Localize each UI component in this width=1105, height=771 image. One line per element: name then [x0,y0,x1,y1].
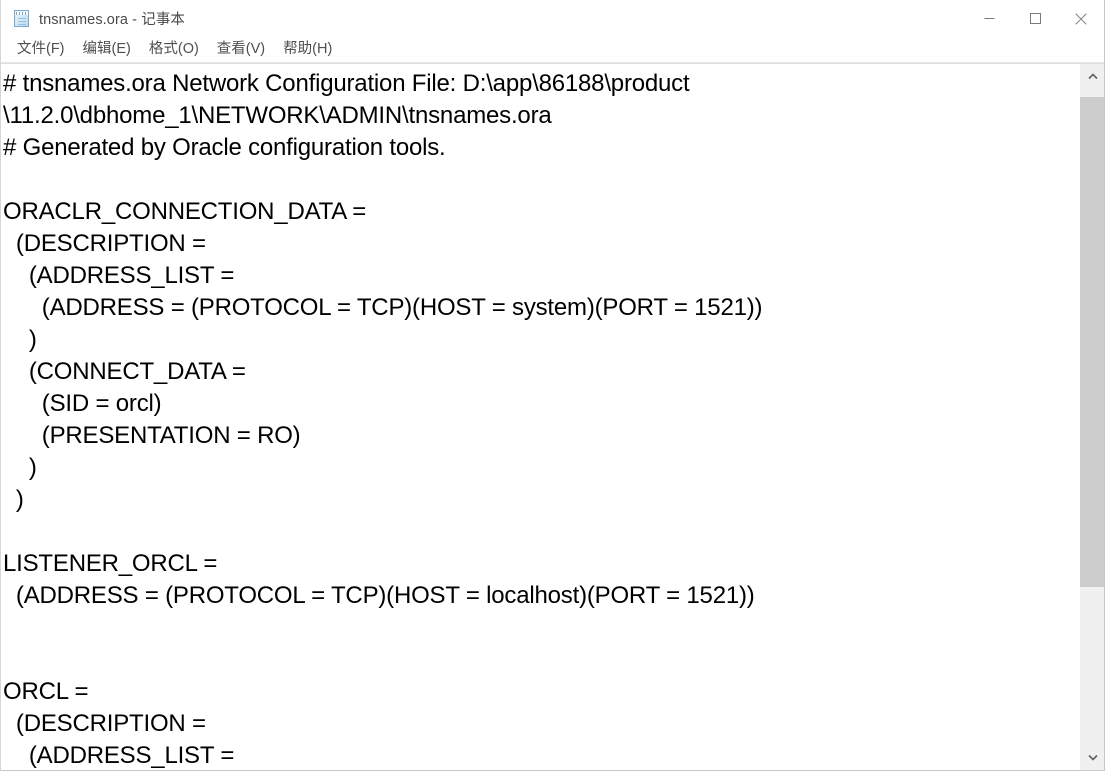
editor-area: # tnsnames.ora Network Configuration Fil… [1,63,1104,770]
text-line [3,164,1079,196]
text-line: (ADDRESS_LIST = [3,262,235,289]
text-line [3,516,1079,548]
notepad-icon [13,9,31,28]
text-line: # Generated by Oracle configuration tool… [3,134,446,161]
minimize-button[interactable] [966,0,1012,37]
text-line: (DESCRIPTION = [3,710,206,737]
menu-file[interactable]: 文件(F) [17,41,65,57]
close-button[interactable] [1058,0,1104,37]
text-line: (DESCRIPTION = [3,230,206,257]
title-bar-left: tnsnames.ora - 记事本 [1,0,185,37]
text-line: (CONNECT_DATA = [3,358,246,385]
scrollbar-track[interactable] [1080,89,1104,745]
vertical-scrollbar[interactable] [1079,64,1104,770]
text-line: (ADDRESS = (PROTOCOL = TCP)(HOST = local… [3,582,755,609]
chevron-up-icon [1087,73,1098,80]
close-icon [1075,12,1087,25]
text-line [3,612,1079,644]
text-line: (SID = orcl) [3,390,162,417]
chevron-down-icon [1087,754,1098,761]
maximize-icon [1029,13,1041,24]
scroll-up-button[interactable] [1080,64,1104,89]
menu-help[interactable]: 帮助(H) [283,41,333,57]
title-bar[interactable]: tnsnames.ora - 记事本 [1,0,1104,37]
text-line [3,644,1079,676]
maximize-button[interactable] [1012,0,1058,37]
text-line: ) [3,326,37,353]
window-title: tnsnames.ora - 记事本 [39,12,186,28]
text-line: ORCL = [3,678,89,705]
menu-bar: 文件(F) 编辑(E) 格式(O) 查看(V) 帮助(H) [1,37,1104,63]
document-text[interactable]: # tnsnames.ora Network Configuration Fil… [1,68,1079,770]
text-line: (ADDRESS_LIST = [3,742,235,769]
scroll-down-button[interactable] [1080,745,1104,770]
menu-view[interactable]: 查看(V) [216,41,266,57]
menu-edit[interactable]: 编辑(E) [82,41,131,57]
text-line: ) [3,486,24,513]
text-line: # tnsnames.ora Network Configuration Fil… [3,70,690,97]
text-line: ORACLR_CONNECTION_DATA = [3,198,367,225]
text-line: ) [3,454,37,481]
minimize-icon [984,18,994,19]
text-line: LISTENER_ORCL = [3,550,218,577]
text-line: (PRESENTATION = RO) [3,422,301,449]
text-line: \11.2.0\dbhome_1\NETWORK\ADMIN\tnsnames.… [3,102,552,129]
window-controls [966,0,1104,37]
text-line: (ADDRESS = (PROTOCOL = TCP)(HOST = syste… [3,294,763,321]
text-editor[interactable]: # tnsnames.ora Network Configuration Fil… [1,64,1079,770]
scrollbar-thumb[interactable] [1080,97,1104,587]
menu-format[interactable]: 格式(O) [148,41,199,57]
